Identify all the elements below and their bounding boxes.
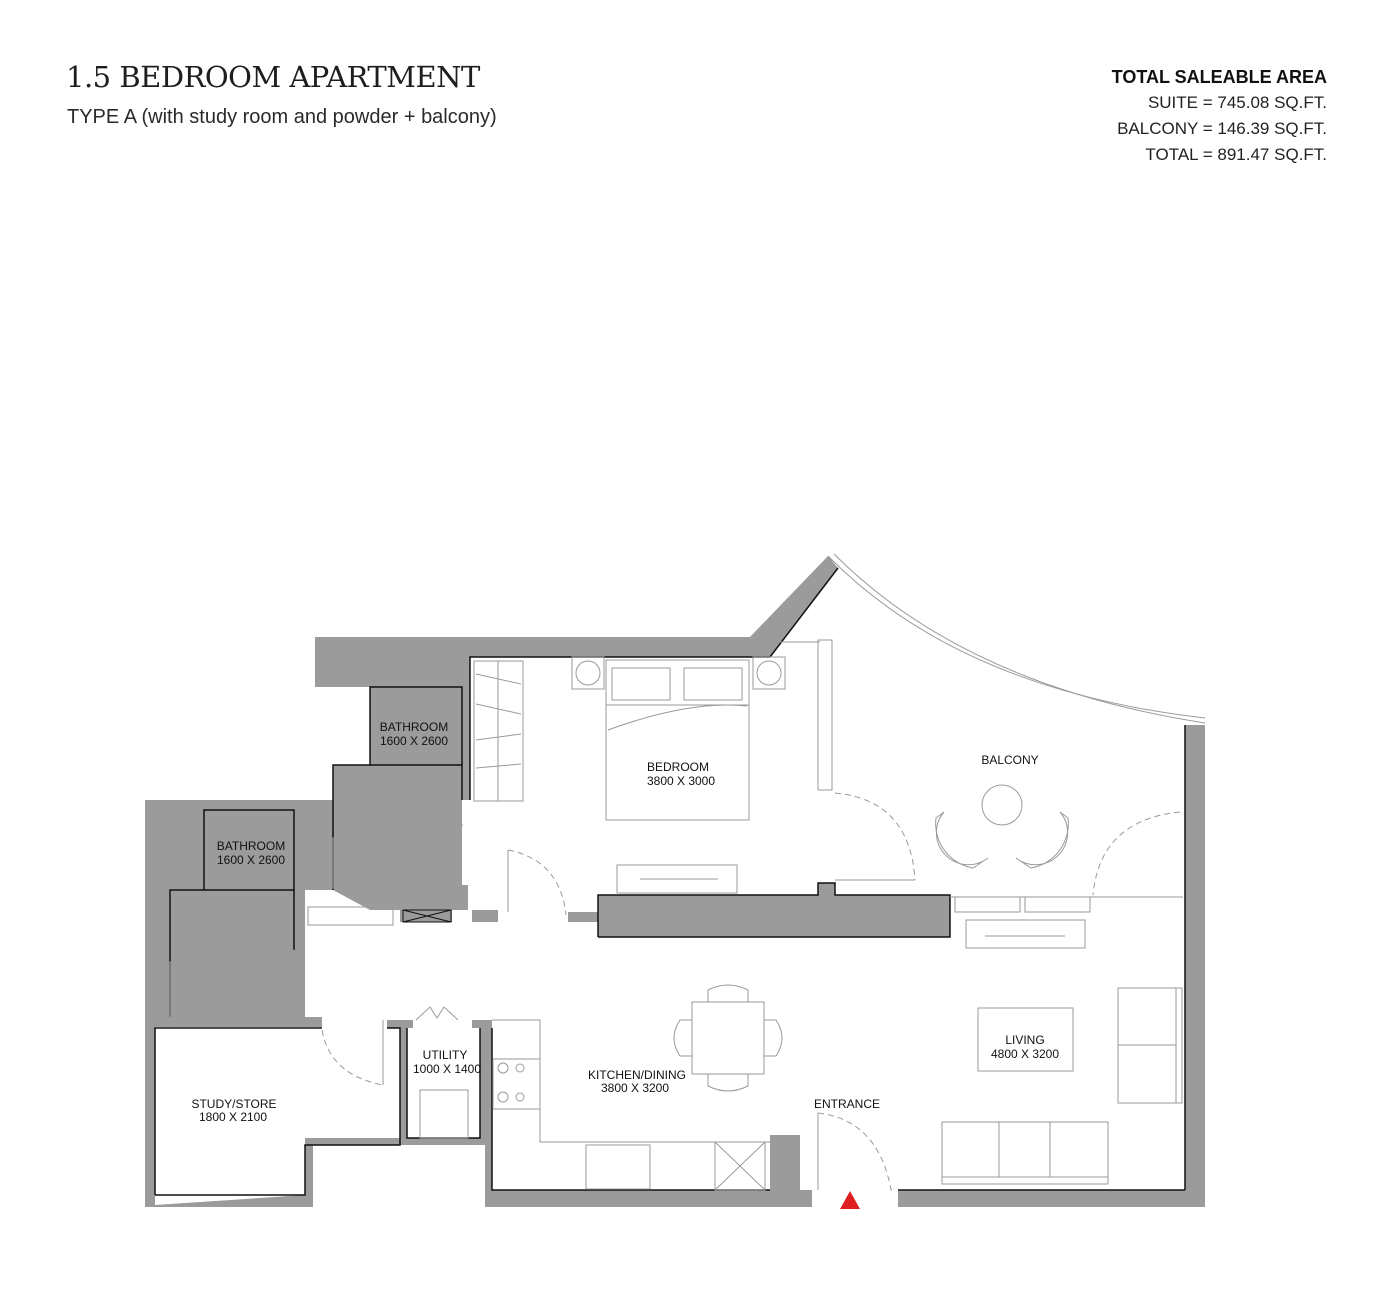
balcony-name: BALCONY [981,753,1038,767]
living-name: LIVING [1005,1033,1044,1047]
bathroom1-name: BATHROOM [380,720,448,734]
kitchen-size: 3800 X 3200 [601,1081,669,1095]
plan-subtitle: TYPE A (with study room and powder + bal… [67,106,497,128]
saleable-area-panel: TOTAL SALEABLE AREA SUITE = 745.08 SQ.FT… [1112,64,1327,168]
total-area: TOTAL = 891.47 SQ.FT. [1145,145,1327,164]
utility-name: UTILITY [423,1048,468,1062]
bathroom1-size: 1600 X 2600 [380,734,448,748]
walls [145,556,1205,1207]
study-size: 1800 X 2100 [199,1110,267,1124]
study-name: STUDY/STORE [191,1097,276,1111]
utility-size: 1000 X 1400 [413,1062,481,1076]
kitchen-name: KITCHEN/DINING [588,1068,686,1082]
bathroom2-name: BATHROOM [217,839,285,853]
saleable-area-heading: TOTAL SALEABLE AREA [1111,67,1327,87]
living-size: 4800 X 3200 [991,1047,1059,1061]
bathroom2-size: 1600 X 2600 [217,853,285,867]
suite-area: SUITE = 745.08 SQ.FT. [1147,93,1327,112]
entrance-name: ENTRANCE [814,1097,880,1111]
room-labels: BATHROOM 1600 X 2600 BATHROOM 1600 X 260… [191,720,1059,1124]
furniture [169,553,1206,1196]
entrance-marker [840,1191,860,1209]
plan-title: 1.5 BEDROOM APARTMENT [66,60,480,94]
bedroom-size: 3800 X 3000 [647,774,715,788]
balcony-area: BALCONY = 146.39 SQ.FT. [1117,119,1327,138]
bedroom-name: BEDROOM [647,760,709,774]
wall-outlines [154,567,1186,1196]
